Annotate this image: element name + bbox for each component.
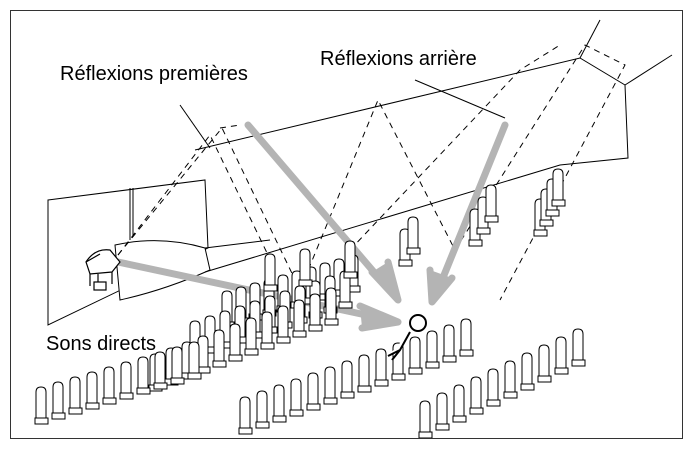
grand-piano-icon (85, 249, 121, 291)
direct-sounds-label: Sons directs (46, 333, 157, 355)
rear-reflection-arrow (436, 121, 509, 289)
early-reflection-arrow (244, 121, 389, 289)
ceiling-edge (194, 57, 629, 273)
sound-arrows (114, 121, 509, 332)
rear-reflections-label: Réflexions arrière (320, 48, 477, 70)
early-reflections-label: Réflexions premières (60, 63, 248, 85)
stage-opening (129, 188, 134, 240)
listener-icon (387, 314, 427, 361)
